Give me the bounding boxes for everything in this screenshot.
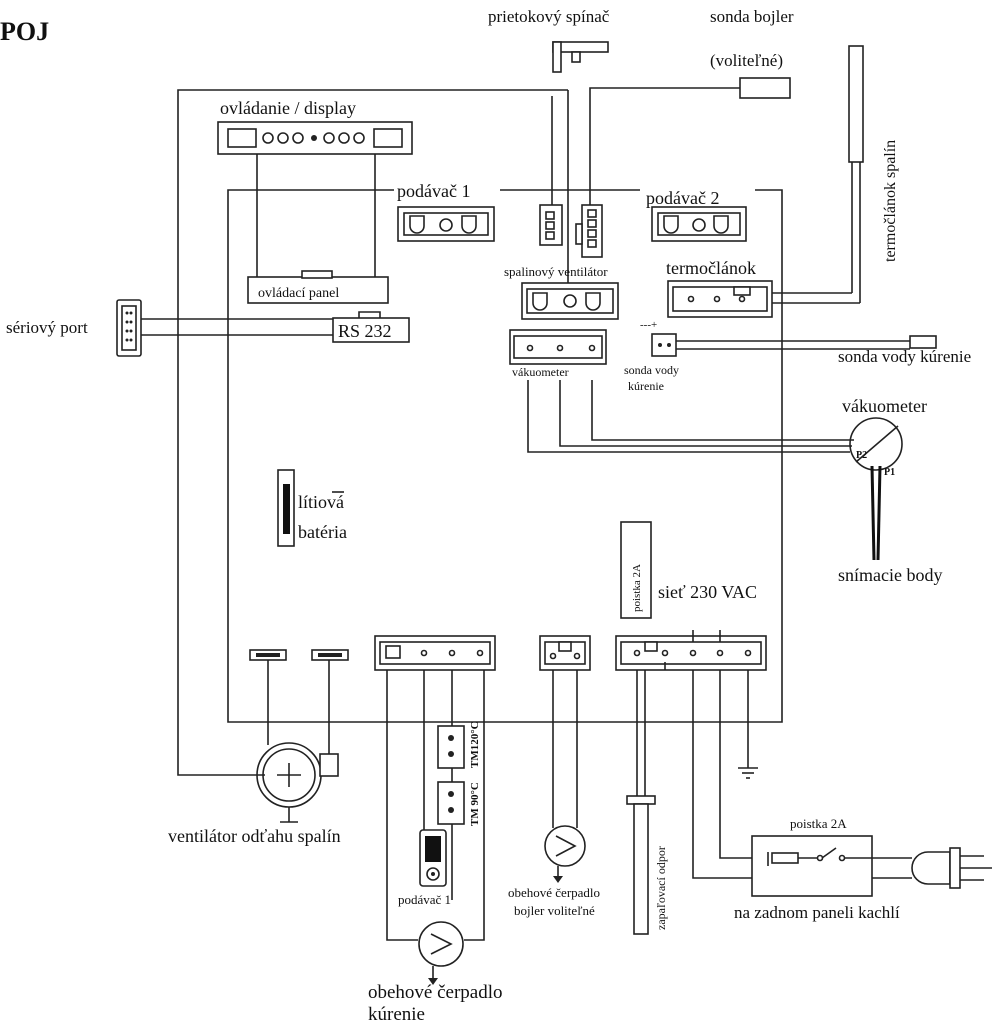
water-probe-label: sonda vody kúrenie — [838, 347, 971, 366]
vacuum-gauge-p2: P2 — [856, 450, 867, 461]
boiler-probe-optional: (voliteľné) — [710, 51, 783, 70]
flue-thermocouple-label: termočlánok spalín — [882, 140, 899, 262]
vacuum-tube-3 — [591, 380, 854, 441]
flow-switch-board-connector — [539, 204, 563, 246]
serial-port-connector — [116, 299, 142, 357]
flue-exhaust-fan — [256, 742, 339, 808]
water-probe-conn-label-1: sonda vody — [624, 363, 679, 377]
vacuum-gauge — [849, 417, 903, 471]
heating-pump-label-2: kúrenie — [368, 1004, 425, 1023]
polarity-marks: ---+ — [640, 319, 657, 331]
vacuum-tube-1 — [527, 380, 850, 453]
flue-thermocouple-probe — [848, 45, 864, 163]
thermocouple-label: termočlánok — [666, 258, 756, 278]
water-probe-conn-label-2: kúrenie — [628, 379, 664, 393]
mains-wire-live — [719, 670, 768, 859]
heating-pump — [418, 921, 464, 967]
feeder1-label: podávač 1 — [397, 181, 470, 201]
boiler-probe — [739, 77, 791, 99]
rs232-block — [332, 317, 410, 343]
sensing-tube-2 — [876, 465, 882, 561]
thermostat-tm90 — [437, 781, 465, 825]
boiler-pump-arrow — [553, 876, 563, 883]
control-display — [217, 121, 413, 155]
boiler-pump-label-1: obehové čerpadlo — [508, 885, 600, 900]
flue-exhaust-fan-label: ventilátor odťahu spalín — [168, 826, 341, 846]
battery-label-1: lítiová — [298, 492, 344, 512]
flow-switch-label: prietokový spínač — [488, 7, 610, 26]
board-fuse — [620, 521, 652, 619]
mains-connector — [615, 635, 767, 671]
vacuum-gauge-label: vákuometer — [842, 396, 927, 416]
control-panel-label: ovládací panel — [258, 286, 339, 301]
feeder1-connector — [397, 206, 495, 242]
vacuum-tube-2 — [559, 380, 852, 447]
fan-terminal-left-contact — [256, 653, 280, 657]
rear-fuse-label: poistka 2A — [790, 816, 847, 831]
heating-wire-4 — [464, 670, 485, 941]
vacuum-connector-label: vákuometer — [512, 365, 569, 379]
flow-switch — [552, 41, 609, 73]
heating-pump-label-1: obehové čerpadlo — [368, 982, 503, 1003]
fan-terminal-right-contact — [318, 653, 342, 657]
heating-connector — [374, 635, 496, 671]
tm90-label: TM 90°C — [469, 782, 481, 826]
feeder1-motor — [419, 829, 447, 887]
thermostat-tm120 — [437, 725, 465, 769]
lithium-battery — [277, 469, 344, 547]
diagram-title: POJ — [0, 17, 49, 46]
boiler-pump — [544, 825, 586, 867]
vacuum-gauge-needle — [855, 425, 899, 463]
mains-label: sieť 230 VAC — [658, 582, 757, 602]
heating-wire-1 — [386, 670, 418, 941]
boiler-pump-connector — [539, 635, 591, 671]
thermocouple-connector — [667, 280, 773, 318]
battery-label-2: batéria — [298, 522, 347, 542]
flue-fan-label: spalinový ventilátor — [504, 264, 608, 279]
rear-panel-box — [751, 835, 912, 897]
sensing-points-label: snímacie body — [838, 565, 942, 585]
serial-port-label: sériový port — [6, 318, 88, 337]
feeder1-motor-label: podávač 1 — [398, 892, 451, 907]
vacuum-connector — [509, 329, 607, 365]
feeder2-label: podávač 2 — [646, 188, 719, 208]
sensing-tube-1 — [870, 465, 876, 561]
flue-fan-connector — [521, 282, 619, 320]
tm120-label: TM120°C — [469, 721, 481, 768]
boiler-probe-board-connector — [575, 204, 603, 258]
heating-pump-arrow — [428, 978, 438, 985]
igniter-label: zapaľovací odpor — [654, 846, 668, 930]
boiler-pump-label-2: bojler voliteľné — [514, 903, 595, 918]
boiler-probe-wire — [589, 87, 740, 205]
board-fuse-label: poistka 2A — [631, 564, 643, 612]
board-outline — [227, 189, 783, 723]
mains-plug-icon — [911, 847, 992, 889]
control-wire-frame — [177, 89, 568, 776]
rs232-link — [358, 311, 381, 318]
vacuum-gauge-p1: P1 — [884, 467, 895, 478]
control-panel-connector — [301, 270, 333, 279]
rs232-label: RS 232 — [338, 321, 392, 341]
water-probe — [909, 335, 937, 349]
igniter — [626, 795, 656, 935]
rear-panel-label: na zadnom paneli kachlí — [734, 903, 900, 922]
water-probe-connector — [651, 333, 677, 357]
boiler-probe-label: sonda bojler — [710, 7, 794, 26]
feeder2-connector — [651, 206, 747, 242]
control-display-label: ovládanie / display — [220, 98, 356, 118]
